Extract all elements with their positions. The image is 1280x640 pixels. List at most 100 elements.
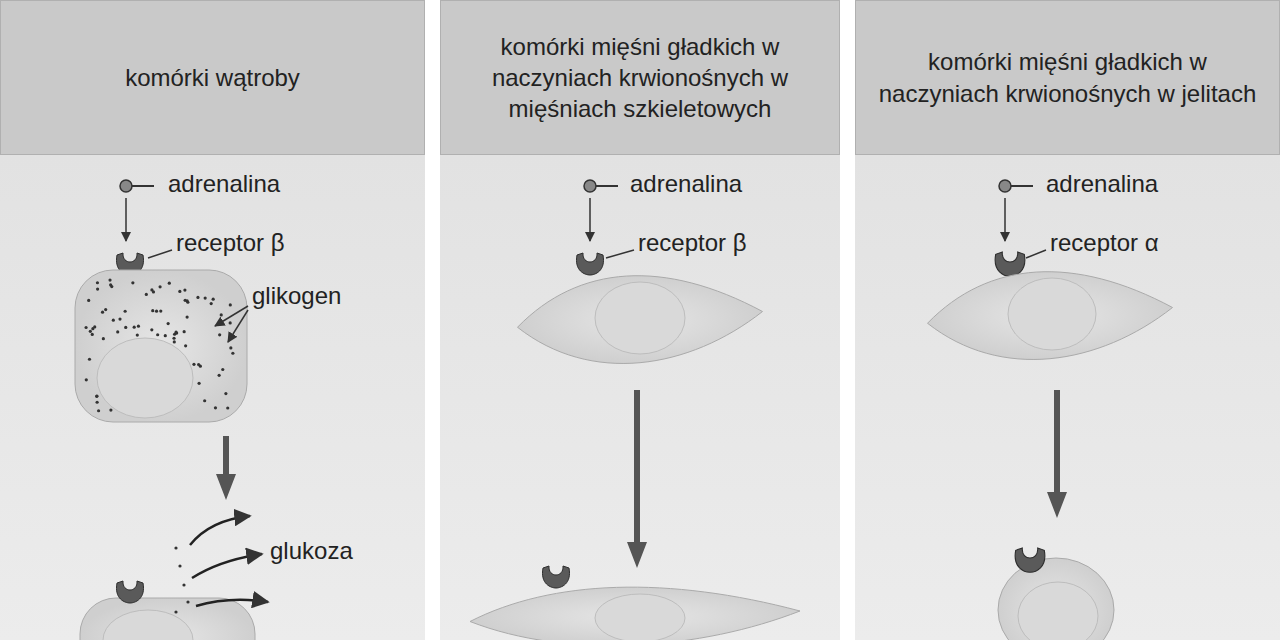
glycogen-granule bbox=[96, 401, 99, 404]
glycogen-granule bbox=[229, 303, 232, 306]
glycogen-granule bbox=[221, 368, 224, 371]
glycogen-granule bbox=[91, 333, 94, 336]
glycogen-granule bbox=[231, 352, 234, 355]
receptor bbox=[576, 253, 603, 275]
glycogen-granule bbox=[124, 326, 127, 329]
glucose-arrow bbox=[196, 600, 268, 606]
glycogen-granule bbox=[85, 378, 88, 381]
glucose-molecule bbox=[182, 583, 185, 586]
glycogen-granule bbox=[95, 394, 98, 397]
header-text: komórki mięśni gładkich w naczyniach krw… bbox=[868, 46, 1268, 108]
glucose-molecule bbox=[174, 546, 177, 549]
adrenaline-molecule bbox=[120, 180, 154, 241]
cell-nucleus bbox=[1008, 278, 1096, 350]
glycogen-granule bbox=[156, 333, 159, 336]
glycogen-granule bbox=[84, 326, 87, 329]
part-label: receptor β bbox=[176, 230, 285, 256]
glycogen-granule bbox=[145, 293, 148, 296]
glucose-arrow bbox=[190, 516, 250, 545]
column-panel bbox=[0, 155, 425, 640]
glycogen-granule bbox=[112, 319, 115, 322]
glycogen-granule bbox=[229, 321, 232, 324]
glycogen-granule bbox=[101, 311, 104, 314]
smooth-muscle-cell bbox=[928, 272, 1173, 360]
glycogen-granule bbox=[184, 299, 187, 302]
liver-cell bbox=[75, 270, 247, 422]
glycogen-granule bbox=[168, 282, 171, 285]
glucose-molecule bbox=[174, 610, 177, 613]
glucose-molecule bbox=[178, 564, 181, 567]
glycogen-granule bbox=[210, 302, 213, 305]
column-panel bbox=[440, 155, 840, 640]
contracted-cell bbox=[998, 558, 1114, 640]
glycogen-granule bbox=[102, 337, 105, 340]
glycogen-granule bbox=[204, 296, 207, 299]
glycogen-granule bbox=[174, 331, 177, 334]
header-text: komórki mięśni gładkich w naczyniach krw… bbox=[445, 31, 835, 125]
glucose-arrow bbox=[192, 554, 262, 578]
glycogen-granule bbox=[226, 406, 229, 409]
part-label: adrenalina bbox=[630, 171, 742, 197]
glycogen-granule bbox=[183, 330, 186, 333]
glycogen-granule bbox=[197, 363, 200, 366]
glucose-molecule bbox=[186, 600, 189, 603]
part-label: glikogen bbox=[252, 283, 341, 309]
adrenaline-molecule bbox=[584, 180, 618, 241]
leader-line bbox=[215, 306, 248, 326]
part-label: adrenalina bbox=[1046, 171, 1158, 197]
part-label: glukoza bbox=[270, 538, 353, 564]
header-band: komórki wątroby bbox=[0, 0, 425, 155]
glycogen-granule bbox=[178, 290, 181, 293]
cell-nucleus bbox=[595, 594, 685, 640]
process-arrow bbox=[216, 436, 236, 500]
glycogen-granule bbox=[133, 326, 136, 329]
glycogen-granule bbox=[184, 344, 187, 347]
glycogen-granule bbox=[136, 333, 139, 336]
glycogen-granule bbox=[88, 358, 91, 361]
glycogen-granule bbox=[218, 333, 221, 336]
glycogen-granule bbox=[212, 298, 215, 301]
part-label: receptor β bbox=[638, 230, 747, 256]
part-label: adrenalina bbox=[168, 171, 280, 197]
glycogen-granule bbox=[186, 315, 189, 318]
glycogen-granule bbox=[108, 279, 111, 282]
glycogen-granule bbox=[192, 363, 195, 366]
glycogen-granule bbox=[159, 309, 162, 312]
glycogen-granule bbox=[95, 395, 98, 398]
glycogen-granule bbox=[196, 296, 199, 299]
glycogen-granule bbox=[173, 340, 176, 343]
glycogen-granule bbox=[218, 374, 221, 377]
glycogen-granule bbox=[224, 392, 227, 395]
cell-nucleus bbox=[103, 610, 193, 640]
glycogen-granule bbox=[97, 409, 100, 412]
glycogen-granule bbox=[104, 308, 107, 311]
process-arrow bbox=[627, 390, 647, 568]
header-band: komórki mięśni gładkich w naczyniach krw… bbox=[440, 0, 840, 155]
header-band: komórki mięśni gładkich w naczyniach krw… bbox=[855, 0, 1280, 155]
leader-line bbox=[148, 250, 172, 258]
part-label: receptor α bbox=[1050, 230, 1159, 256]
glycogen-granule bbox=[109, 283, 112, 286]
cell-nucleus bbox=[97, 338, 193, 418]
glycogen-granule bbox=[172, 337, 175, 340]
leader-line bbox=[228, 310, 248, 342]
glycogen-granule bbox=[164, 334, 167, 337]
glycogen-granule bbox=[186, 301, 189, 304]
adrenaline-molecule bbox=[999, 180, 1033, 241]
glycogen-granule bbox=[124, 310, 127, 313]
leader-line bbox=[1026, 250, 1046, 258]
glycogen-granule bbox=[91, 327, 94, 330]
glycogen-granule bbox=[214, 406, 217, 409]
receptor bbox=[1015, 548, 1045, 572]
glycogen-granule bbox=[89, 330, 92, 333]
receptor bbox=[995, 252, 1025, 276]
glycogen-granule bbox=[197, 382, 200, 385]
glycogen-granule bbox=[229, 346, 232, 349]
glycogen-granule bbox=[96, 281, 99, 284]
glycogen-granule bbox=[87, 299, 90, 302]
glycogen-granule bbox=[118, 317, 121, 320]
receptor bbox=[116, 581, 143, 603]
glycogen-granule bbox=[137, 325, 140, 328]
glycogen-granule bbox=[150, 328, 153, 331]
